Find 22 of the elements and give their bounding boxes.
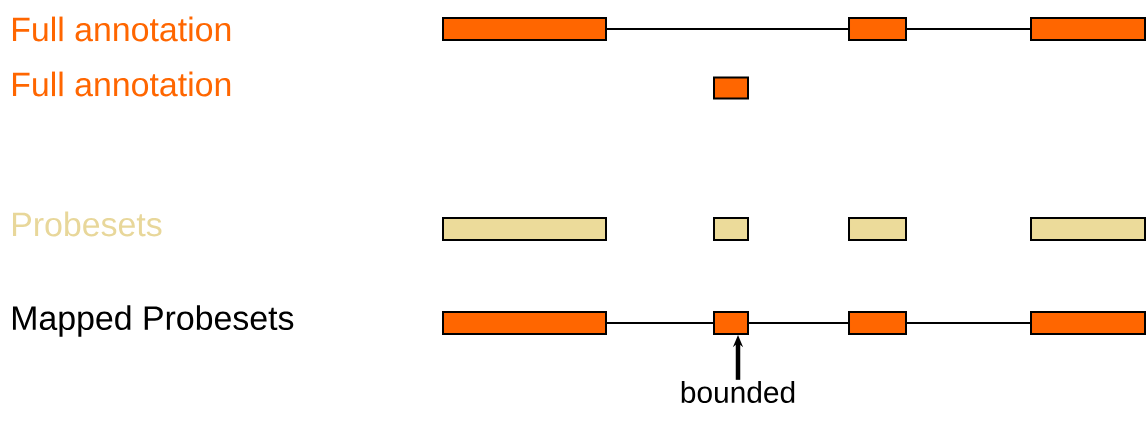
exon-box	[442, 311, 607, 335]
edge-label: bounded	[681, 381, 795, 403]
row-label: Full annotation	[13, 16, 231, 42]
exon-box	[1030, 17, 1146, 41]
exon-box	[848, 311, 907, 335]
intron-line	[606, 28, 849, 30]
row-label: Full annotation	[13, 71, 231, 97]
intron-line	[906, 322, 1031, 324]
exon-box	[713, 76, 749, 100]
exon-box	[713, 217, 749, 241]
intron-line	[606, 322, 714, 324]
intron-line	[906, 28, 1031, 30]
exon-box	[713, 311, 749, 335]
intron-line	[748, 322, 849, 324]
exon-box	[1030, 217, 1146, 241]
exon-box	[848, 217, 907, 241]
exon-box	[442, 217, 607, 241]
exon-box	[1030, 311, 1146, 335]
exon-box	[442, 17, 607, 41]
row-label: Mapped Probesets	[13, 305, 294, 337]
exon-box	[848, 17, 907, 41]
row-label: Probesets	[13, 211, 162, 237]
